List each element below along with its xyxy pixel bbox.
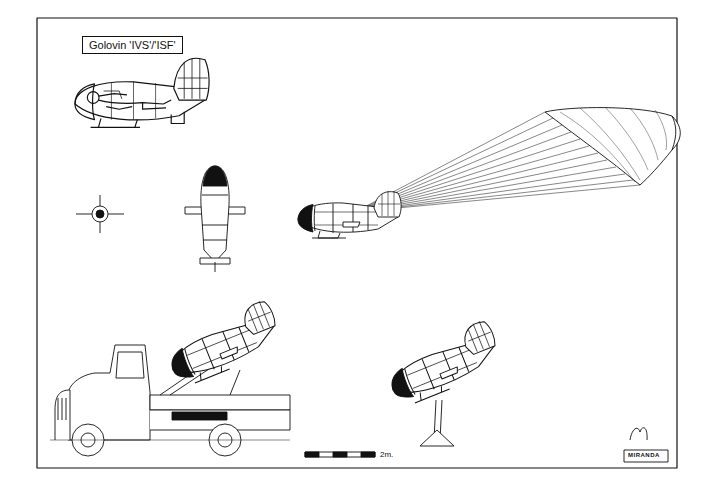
signature-text: MIRANDA: [627, 452, 661, 458]
side-view-ramp: [161, 298, 286, 388]
signature: [624, 428, 668, 462]
parachute: [355, 107, 680, 212]
launch-truck: [50, 340, 290, 456]
title-box: Golovin 'IVS'/'ISF': [82, 36, 183, 54]
sheet-border: [37, 18, 677, 468]
front-view: [76, 195, 124, 233]
top-view: [185, 166, 245, 272]
cutaway-view: [75, 58, 209, 127]
side-view-stand: [381, 318, 506, 408]
scale-bar: [305, 452, 375, 457]
scale-label: 2m.: [380, 450, 393, 459]
launch-stand: [420, 400, 454, 446]
side-view-chute: [298, 191, 401, 238]
